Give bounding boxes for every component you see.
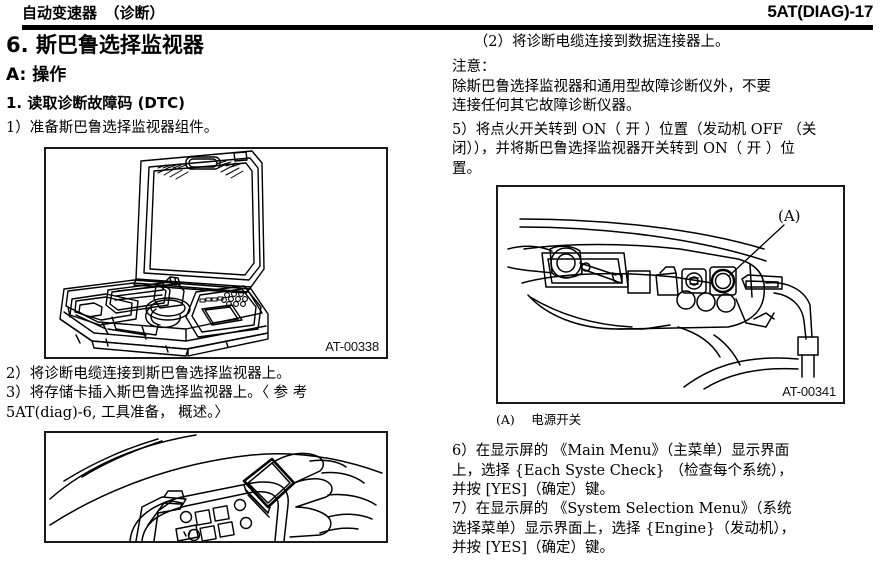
header-divider-rule [22,25,873,30]
figure-card-insertion-drawing [49,434,383,542]
figure-monitor-kit-drawing [59,150,269,357]
figure-callout-a: (A) [778,207,801,225]
step-5-text-line-1: 5）将点火开关转到 ON（ 开 ）位置（发动机 OFF （关 [452,121,817,138]
figure-power-switch-drawing: (A) [507,207,819,390]
step-5-text-line-2: 闭）），并将斯巴鲁选择监视器开关转到 ON（ 开 ）位 [452,141,795,158]
step-6-text-line-3: 并按 [YES]（确定）键。 [452,482,615,499]
step-2-text: 2）将诊断电缆连接到斯巴鲁选择监视器上。 [6,365,291,382]
note-label: 注意： [452,59,496,76]
step-1-text: 1）准备斯巴鲁选择监视器组件。 [6,120,219,137]
page-header: 自动变速器 （诊断） 5AT(DIAG)-17 [0,0,889,30]
subsection-heading: A: 操作 [6,64,67,85]
step-7-text-line-3: 并按 [YES]（确定）键。 [452,540,615,557]
step-5-text-line-3: 置。 [452,160,481,177]
figure-card-insertion [44,431,388,544]
step-4-2-text: （2）将诊断电缆连接到数据连接器上。 [452,34,730,50]
figure-id-at00341: AT-00341 [782,383,836,399]
step-3-text-line-1: 3）将存储卡插入斯巴鲁选择监视器上。〈 参 考 [6,385,308,402]
note-text-line-1: 除斯巴鲁选择监视器和通用型故障诊断仪外，不要 [452,78,771,95]
right-column: （2）将诊断电缆连接到数据连接器上。 注意： 除斯巴鲁选择监视器和通用型故障诊断… [452,33,889,570]
figure-power-switch-location: (A) AT-00341 [496,184,845,404]
step-3-text-line-2: 5AT(diag)-6, 工具准备， 概述。〉 [6,404,229,421]
section-heading: 6. 斯巴鲁选择监视器 [6,33,204,57]
procedure-heading: 1. 读取诊断故障码 (DTC) [6,93,185,112]
figure-monitor-kit: AT-00338 [44,146,388,359]
note-text-line-2: 连接任何其它故障诊断仪器。 [452,98,641,115]
step-6-text-line-1: 6）在显示屏的 《Main Menu》（主菜单）显示界面 [452,443,790,460]
figure-id-at00338: AT-00338 [325,338,379,354]
step-7-text-line-2: 选择菜单）显示界面上，选择 {Engine}（发动机）， [452,520,796,537]
step-6-text-line-2: 上，选择 {Each Syste Check} （检查每个系统）， [452,462,793,479]
step-7-text-line-1: 7）在显示屏的 《System Selection Menu》（系统 [452,501,792,518]
figure-legend-power-switch: (A) 电源开关 [496,411,582,427]
document-title: 自动变速器 （诊断） [22,4,165,22]
page-reference: 5AT(DIAG)-17 [767,2,873,21]
left-column: 6. 斯巴鲁选择监视器 A: 操作 1. 读取诊断故障码 (DTC) 1）准备斯… [6,33,444,570]
